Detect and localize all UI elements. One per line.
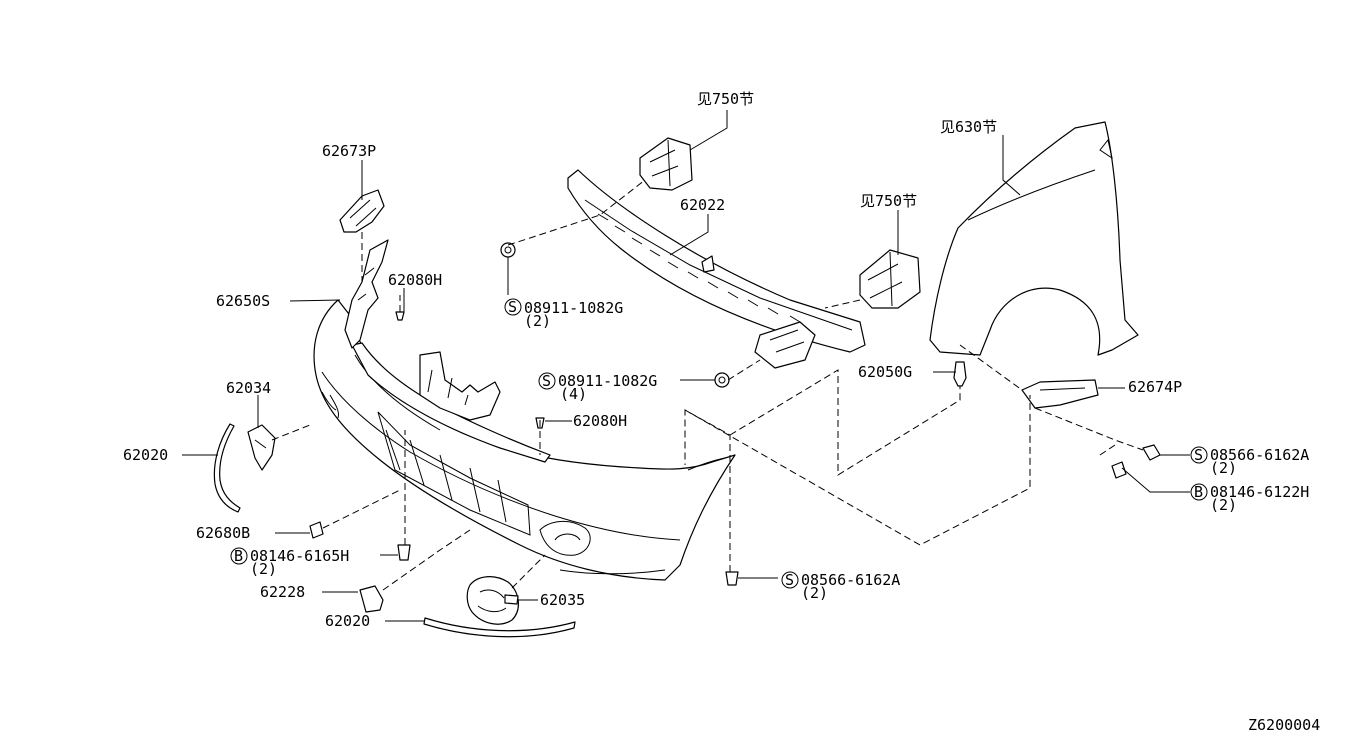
- label-08566-lower-qty: (2): [801, 584, 828, 602]
- label-ref-630: 见630节: [940, 118, 997, 136]
- mount-bracket-right[interactable]: [859, 249, 921, 309]
- label-62035[interactable]: 62035: [540, 591, 585, 609]
- label-08911-upper-qty: (2): [524, 312, 551, 330]
- diagram-id: Z6200004: [1248, 716, 1320, 734]
- label-08911-lower[interactable]: 08911-1082G: [558, 372, 657, 390]
- label-08146-fender-qty: (2): [1210, 496, 1237, 514]
- symbol-s-08566-lower: S: [781, 571, 799, 589]
- label-62228[interactable]: 62228: [260, 583, 305, 601]
- clip-62680B[interactable]: [309, 521, 324, 539]
- upper-grille-frame[interactable]: [351, 342, 551, 463]
- side-bracket-62650S[interactable]: [344, 239, 389, 349]
- label-08566-fender[interactable]: 08566-6162A: [1210, 446, 1309, 464]
- screw-08566-fender[interactable]: [1142, 444, 1161, 461]
- fog-lamp-bracket-62035[interactable]: [466, 576, 519, 625]
- symbol-b-08146-lower: B: [230, 547, 248, 565]
- label-62034[interactable]: 62034: [226, 379, 271, 397]
- bracket-62673P[interactable]: [339, 189, 385, 233]
- svg-text:S: S: [508, 298, 517, 316]
- label-62650S[interactable]: 62650S: [216, 292, 270, 310]
- symbol-b-08146-fender: B: [1190, 483, 1208, 501]
- reinforcement-armature-62022[interactable]: [567, 169, 866, 369]
- svg-text:S: S: [542, 372, 551, 390]
- label-62050G[interactable]: 62050G: [858, 363, 912, 381]
- label-62680B[interactable]: 62680B: [196, 524, 250, 542]
- label-62080H-upper[interactable]: 62080H: [388, 271, 442, 289]
- assembly-lines: [271, 179, 1144, 591]
- label-62022[interactable]: 62022: [680, 196, 725, 214]
- label-08566-lower[interactable]: 08566-6162A: [801, 571, 900, 589]
- front-fender[interactable]: [929, 121, 1139, 356]
- label-ref-750-top: 见750节: [697, 90, 754, 108]
- mount-bracket-left[interactable]: [639, 137, 693, 191]
- bolt-08146-fender[interactable]: [1111, 461, 1127, 479]
- clip-62050G[interactable]: [953, 361, 967, 387]
- label-08911-lower-qty: (4): [560, 385, 587, 403]
- label-08146-lower-qty: (2): [250, 560, 277, 578]
- label-62080H-lower[interactable]: 62080H: [573, 412, 627, 430]
- clip-62080H-upper[interactable]: [395, 311, 405, 321]
- label-62673P[interactable]: 62673P: [322, 142, 376, 160]
- label-08911-upper[interactable]: 08911-1082G: [524, 299, 623, 317]
- label-62674P[interactable]: 62674P: [1128, 378, 1182, 396]
- label-62020-lower[interactable]: 62020: [325, 612, 370, 630]
- svg-text:S: S: [785, 571, 794, 589]
- bolt-08146-lower[interactable]: [397, 544, 411, 561]
- svg-text:B: B: [1194, 483, 1203, 501]
- svg-text:S: S: [1194, 446, 1203, 464]
- cover-62228[interactable]: [359, 585, 384, 613]
- front-bumper-fascia[interactable]: [313, 299, 736, 581]
- nut-08911-lower[interactable]: [714, 372, 730, 388]
- label-ref-750-right: 见750节: [860, 192, 917, 210]
- label-08146-fender[interactable]: 08146-6122H: [1210, 483, 1309, 501]
- symbol-s-08911-lower: S: [538, 372, 556, 390]
- bracket-62674P[interactable]: [1021, 379, 1099, 409]
- screw-08566-lower[interactable]: [725, 571, 739, 586]
- label-62020-left[interactable]: 62020: [123, 446, 168, 464]
- symbol-s-08911-upper: S: [504, 298, 522, 316]
- label-08566-fender-qty: (2): [1210, 459, 1237, 477]
- svg-text:B: B: [234, 547, 243, 565]
- molding-strip-62020-lower[interactable]: [423, 617, 576, 638]
- label-08146-lower[interactable]: 08146-6165H: [250, 547, 349, 565]
- nut-08911-upper[interactable]: [500, 242, 516, 258]
- symbol-s-08566-fender: S: [1190, 446, 1208, 464]
- molding-strip-62020-left[interactable]: [213, 423, 241, 513]
- bracket-62034[interactable]: [247, 424, 276, 471]
- leader-lines: [182, 110, 1190, 622]
